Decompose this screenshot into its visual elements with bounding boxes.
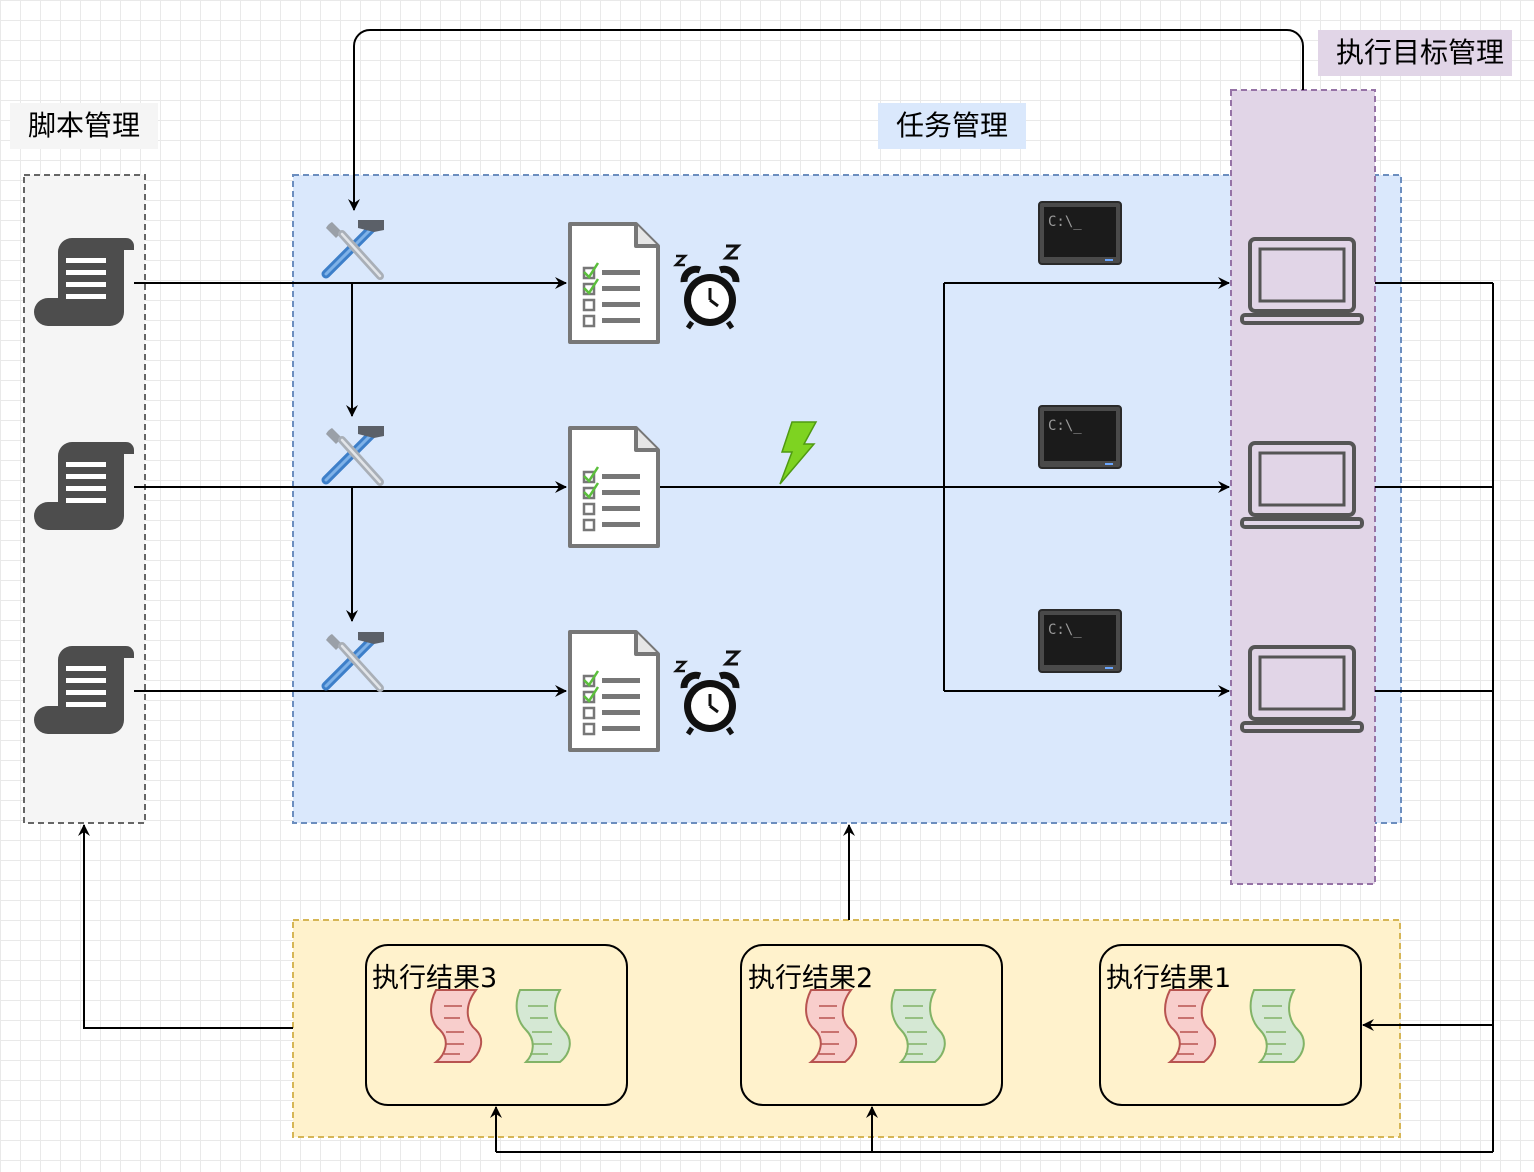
target-mgmt-group: [1230, 89, 1376, 885]
edge: [348, 29, 1304, 211]
task-mgmt-label: 任务管理: [878, 103, 1027, 149]
target-mgmt-label: 执行目标管理: [1318, 30, 1513, 76]
lightning-icon: [779, 421, 818, 485]
terminal-icon: [1038, 609, 1122, 673]
task-list-icon: [568, 426, 660, 548]
script-mgmt-label: 脚本管理: [10, 103, 159, 149]
terminal-icon: [1038, 405, 1122, 469]
task-list-icon: [568, 222, 660, 344]
result-label: 执行结果3: [372, 963, 497, 994]
result-box-3: 执行结果3: [365, 944, 628, 1106]
result-box-2: 执行结果2: [740, 944, 1003, 1106]
task-list-icon: [568, 630, 660, 752]
terminal-icon: [1038, 201, 1122, 265]
result-label: 执行结果2: [748, 963, 873, 994]
result-label: 执行结果1: [1106, 963, 1231, 994]
edge: [78, 824, 293, 1029]
connectors: [78, 29, 1494, 1153]
result-box-1: 执行结果1: [1099, 944, 1362, 1106]
